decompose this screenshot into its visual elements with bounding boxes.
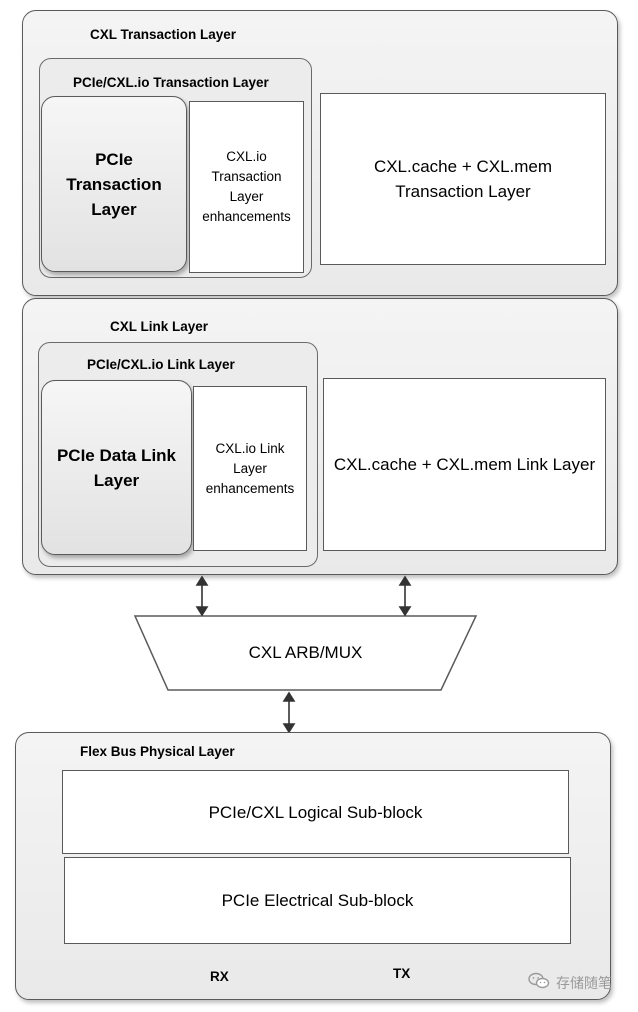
watermark-text: 存储随笔 bbox=[556, 976, 612, 992]
pcie-electrical-sub-block: PCIe Electrical Sub-block bbox=[64, 857, 571, 944]
pcie-cxlio-transaction-layer-title: PCIe/CXL.io Transaction Layer bbox=[73, 75, 269, 90]
tx-label: TX bbox=[393, 966, 411, 981]
cxlio-transaction-layer-enhancements-box: CXL.io Transaction Layer enhancements bbox=[189, 101, 304, 273]
pcie-data-link-layer-box: PCIe Data Link Layer bbox=[41, 380, 192, 555]
cxl-link-layer-title: CXL Link Layer bbox=[110, 319, 209, 334]
arb-mux-trapezoid bbox=[133, 615, 478, 691]
flex-bus-physical-layer-title: Flex Bus Physical Layer bbox=[80, 744, 235, 759]
watermark: 存储随笔 bbox=[528, 972, 612, 994]
arrow-mux-to-physical bbox=[282, 691, 296, 734]
cxl-transaction-layer-title: CXL Transaction Layer bbox=[90, 27, 237, 42]
cxl-cache-mem-transaction-layer-box: CXL.cache + CXL.mem Transaction Layer bbox=[320, 93, 606, 265]
pcie-transaction-layer-box: PCIe Transaction Layer bbox=[41, 96, 187, 272]
cxl-cache-mem-link-layer-box: CXL.cache + CXL.mem Link Layer bbox=[323, 378, 606, 551]
arb-mux-label: CXL ARB/MUX bbox=[248, 643, 363, 662]
rx-label: RX bbox=[210, 969, 229, 984]
arrow-link-to-mux-right bbox=[398, 575, 412, 617]
pcie-cxl-logical-sub-block: PCIe/CXL Logical Sub-block bbox=[62, 770, 569, 854]
cxlio-link-layer-enhancements-box: CXL.io Link Layer enhancements bbox=[193, 386, 307, 551]
pcie-cxlio-link-layer-title: PCIe/CXL.io Link Layer bbox=[87, 357, 235, 372]
wechat-logo-icon bbox=[528, 972, 550, 994]
arrow-link-to-mux-left bbox=[195, 575, 209, 617]
